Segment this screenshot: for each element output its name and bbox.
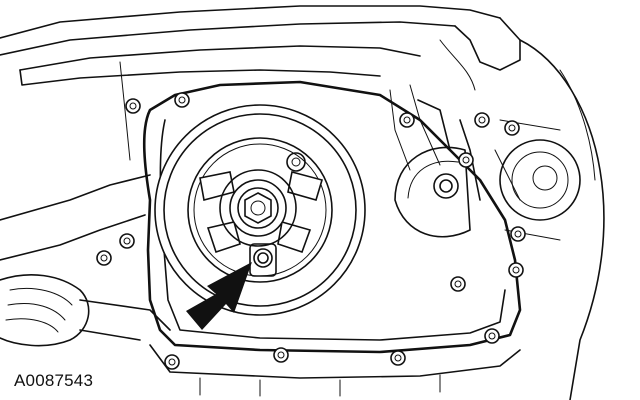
- cover-bolts: [96, 92, 526, 370]
- bolt-icon: [504, 120, 520, 136]
- arrow-icon: [186, 262, 252, 330]
- bolt-icon: [174, 92, 190, 108]
- bolt-icon: [96, 250, 112, 266]
- center-bolt-head: [244, 192, 272, 224]
- bolt-icon: [484, 328, 500, 344]
- right-side-structure: [494, 39, 605, 400]
- bolt-icon: [125, 98, 141, 114]
- bolt-icon: [399, 112, 415, 128]
- bolt-icon: [458, 152, 474, 168]
- upper-body-panel: [0, 5, 521, 161]
- pulley-window-lower-right: [277, 220, 312, 254]
- bolt-icon: [450, 276, 466, 292]
- bolt-icon: [508, 262, 524, 278]
- left-drive-shaft: [0, 174, 171, 347]
- pulley-upper-hole: [286, 152, 306, 172]
- pulley-window-upper-left: [199, 171, 235, 201]
- oil-pan-edge: [149, 344, 521, 397]
- bolt-icon: [119, 233, 135, 249]
- pulley-window-lower-left: [206, 221, 241, 254]
- pulley-bolt-hole: [253, 248, 273, 268]
- tensioner-assembly: [394, 99, 481, 238]
- bolt-icon: [273, 347, 289, 363]
- figure-code-label: A0087543: [14, 371, 94, 390]
- crankshaft-pulley: [154, 104, 366, 316]
- bolt-icon: [390, 350, 406, 366]
- bolt-icon: [164, 354, 180, 370]
- bolt-icon: [474, 112, 490, 128]
- bolt-icon: [510, 226, 526, 242]
